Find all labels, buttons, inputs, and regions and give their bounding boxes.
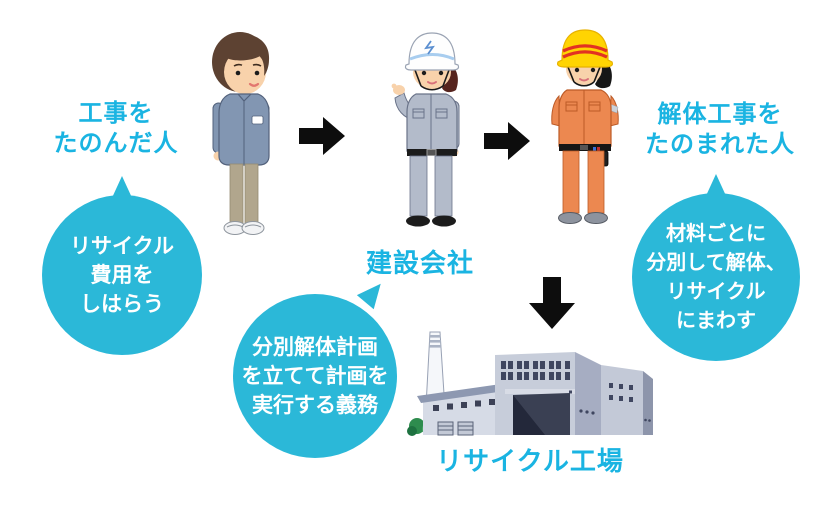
worker-bubble-line3: リサイクル <box>666 279 766 303</box>
company-chin-strap <box>414 69 450 91</box>
worker-helmet <box>556 29 614 68</box>
arrow-right-icon <box>299 117 345 155</box>
worker-label-line1: 解体工事を <box>657 100 783 128</box>
client-face <box>224 50 266 94</box>
client-bubble-line3: しはらう <box>79 291 164 316</box>
bubble-tail-up-icon <box>705 174 727 198</box>
client-bubble-line2: 費用を <box>90 262 154 287</box>
client-label-line1: 工事を <box>78 99 154 127</box>
factory-left-roof <box>417 384 505 403</box>
factory-annex-side <box>643 371 653 435</box>
factory-label: リサイクル工場 <box>436 447 624 477</box>
worker-pants <box>562 150 580 214</box>
company-shirt <box>406 93 458 152</box>
worker-bubble-text: 材料ごとに 分別して解体、 リサイクル にまわす <box>646 219 785 335</box>
client-pants <box>229 163 244 225</box>
worker-speech-bubble: 材料ごとに 分別して解体、 リサイクル にまわす <box>632 174 800 361</box>
client-bubble-text: リサイクル 費用を しはらう <box>70 232 174 319</box>
arrow-down-icon <box>529 277 575 329</box>
factory-annex-windows <box>609 383 633 402</box>
company-hand <box>393 85 405 95</box>
client-label: 工事を たのんだ人 <box>26 98 206 158</box>
bubble-tail-up-icon <box>111 176 133 200</box>
factory-shutter-door <box>437 421 454 436</box>
worker-bubble-line4: にまわす <box>676 308 756 332</box>
company-bubble-line2: を立てて計画を <box>241 363 389 388</box>
client-person-illustration <box>212 32 270 235</box>
demolition-worker-illustration <box>551 29 619 224</box>
company-label: 建設会社 <box>365 249 474 279</box>
worker-chin-strap <box>567 66 601 87</box>
worker-jacket <box>558 89 612 147</box>
factory-main-windows <box>501 361 570 380</box>
worker-label-line2: たのまれた人 <box>645 130 795 158</box>
company-bubble-text: 分別解体計画 を立てて計画を 実行する義務 <box>242 333 389 420</box>
company-helmet <box>404 32 460 71</box>
worker-shoes <box>558 212 582 224</box>
client-label-line2: たのんだ人 <box>53 129 179 157</box>
client-speech-bubble: リサイクル 費用を しはらう <box>42 176 202 355</box>
worker-bubble-line1: 材料ごとに <box>666 221 766 245</box>
worker-label: 解体工事を たのまれた人 <box>630 99 810 159</box>
arrow-right-icon <box>484 122 530 160</box>
company-shoes <box>406 215 430 227</box>
company-pants <box>409 155 428 217</box>
construction-company-person-illustration <box>391 32 460 227</box>
factory-main-side <box>575 352 601 435</box>
worker-bubble-line2: 分別して解体、 <box>646 250 786 274</box>
client-bubble-line1: リサイクル <box>70 233 174 258</box>
company-speech-bubble: 分別解体計画 を立てて計画を 実行する義務 <box>233 276 397 458</box>
recycle-factory-illustration <box>407 331 653 436</box>
bubble-tail-upright-icon <box>356 276 390 310</box>
company-bubble-line3: 実行する義務 <box>252 392 378 417</box>
company-bubble-line1: 分別解体計画 <box>252 334 378 359</box>
